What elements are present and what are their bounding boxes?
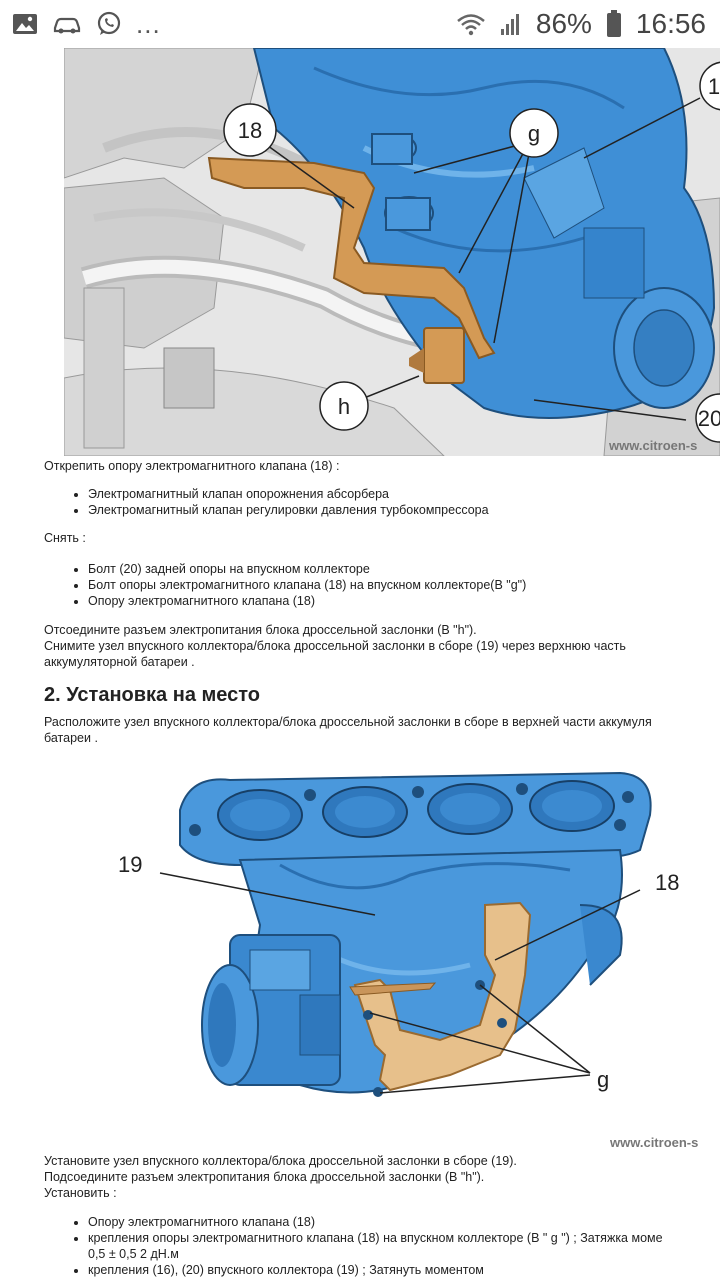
callout-1: 1 xyxy=(708,74,720,99)
install-step-2: Подсоедините разъем электропитания блока… xyxy=(44,1170,485,1184)
wifi-icon xyxy=(456,12,486,36)
install-intro-cont: батареи . xyxy=(44,731,98,745)
gallery-icon xyxy=(12,13,38,35)
install-list: Опору электромагнитного клапана (18) кре… xyxy=(70,1214,720,1278)
remove-paragraph-cont: аккумуляторной батареи . xyxy=(44,655,195,669)
battery-percent: 86% xyxy=(535,8,592,39)
detach-list: Электромагнитный клапан опорожнения абсо… xyxy=(70,486,489,518)
list-item: крепления (16), (20) впускного коллектор… xyxy=(88,1262,720,1278)
install-label: Установить : xyxy=(44,1186,117,1200)
callout-18: 18 xyxy=(655,870,679,895)
whatsapp-icon xyxy=(96,11,122,37)
status-bar: ... 86% 16:56 xyxy=(0,0,720,48)
install-step-1: Установите узел впускного коллектора/бло… xyxy=(44,1154,517,1168)
list-item: Электромагнитный клапан регулировки давл… xyxy=(88,502,489,518)
battery-icon xyxy=(606,10,622,38)
signal-icon xyxy=(500,12,522,36)
figure1-watermark: www.citroen-s xyxy=(608,438,697,453)
list-item: Электромагнитный клапан опорожнения абсо… xyxy=(88,486,489,502)
remove-paragraph: Снимите узел впускного коллектора/блока … xyxy=(44,639,626,653)
more-notifications: ... xyxy=(136,8,161,39)
callout-h: h xyxy=(338,394,350,419)
list-item: Болт опоры электромагнитного клапана (18… xyxy=(88,577,526,593)
detach-intro: Открепить опору электромагнитного клапан… xyxy=(44,459,340,473)
list-item: Болт (20) задней опоры на впускном колле… xyxy=(88,561,526,577)
status-bar-left: ... xyxy=(12,9,161,40)
figure2-watermark: www.citroen-s xyxy=(609,1135,698,1150)
callout-18: 18 xyxy=(238,118,262,143)
callout-g: g xyxy=(597,1067,609,1092)
remove-label: Снять : xyxy=(44,531,86,545)
disconnect-paragraph: Отсоедините разъем электропитания блока … xyxy=(44,623,477,637)
list-item-cont: 0,5 ± 0,5 2 дН.м xyxy=(88,1247,179,1261)
list-item: крепления опоры электромагнитного клапан… xyxy=(88,1230,720,1246)
car-icon xyxy=(52,14,82,34)
engine-diagram-image: 18 g h 1 20 www.citroen-s xyxy=(64,48,720,456)
clock: 16:56 xyxy=(635,8,706,39)
list-item: Опору электромагнитного клапана (18) xyxy=(88,1214,720,1230)
section-heading-install: 2. Установка на место xyxy=(44,684,261,706)
callout-g: g xyxy=(528,121,540,146)
callout-19-label: 19 xyxy=(118,852,143,877)
callout-20: 20 xyxy=(698,406,720,431)
status-bar-right: 86% 16:56 xyxy=(456,8,706,40)
manifold-diagram-image: 19 18 g www.citroen-s xyxy=(150,755,720,1160)
install-intro: Расположите узел впускного коллектора/бл… xyxy=(44,715,652,729)
remove-list: Болт (20) задней опоры на впускном колле… xyxy=(70,561,526,609)
list-item: Опору электромагнитного клапана (18) xyxy=(88,593,526,609)
